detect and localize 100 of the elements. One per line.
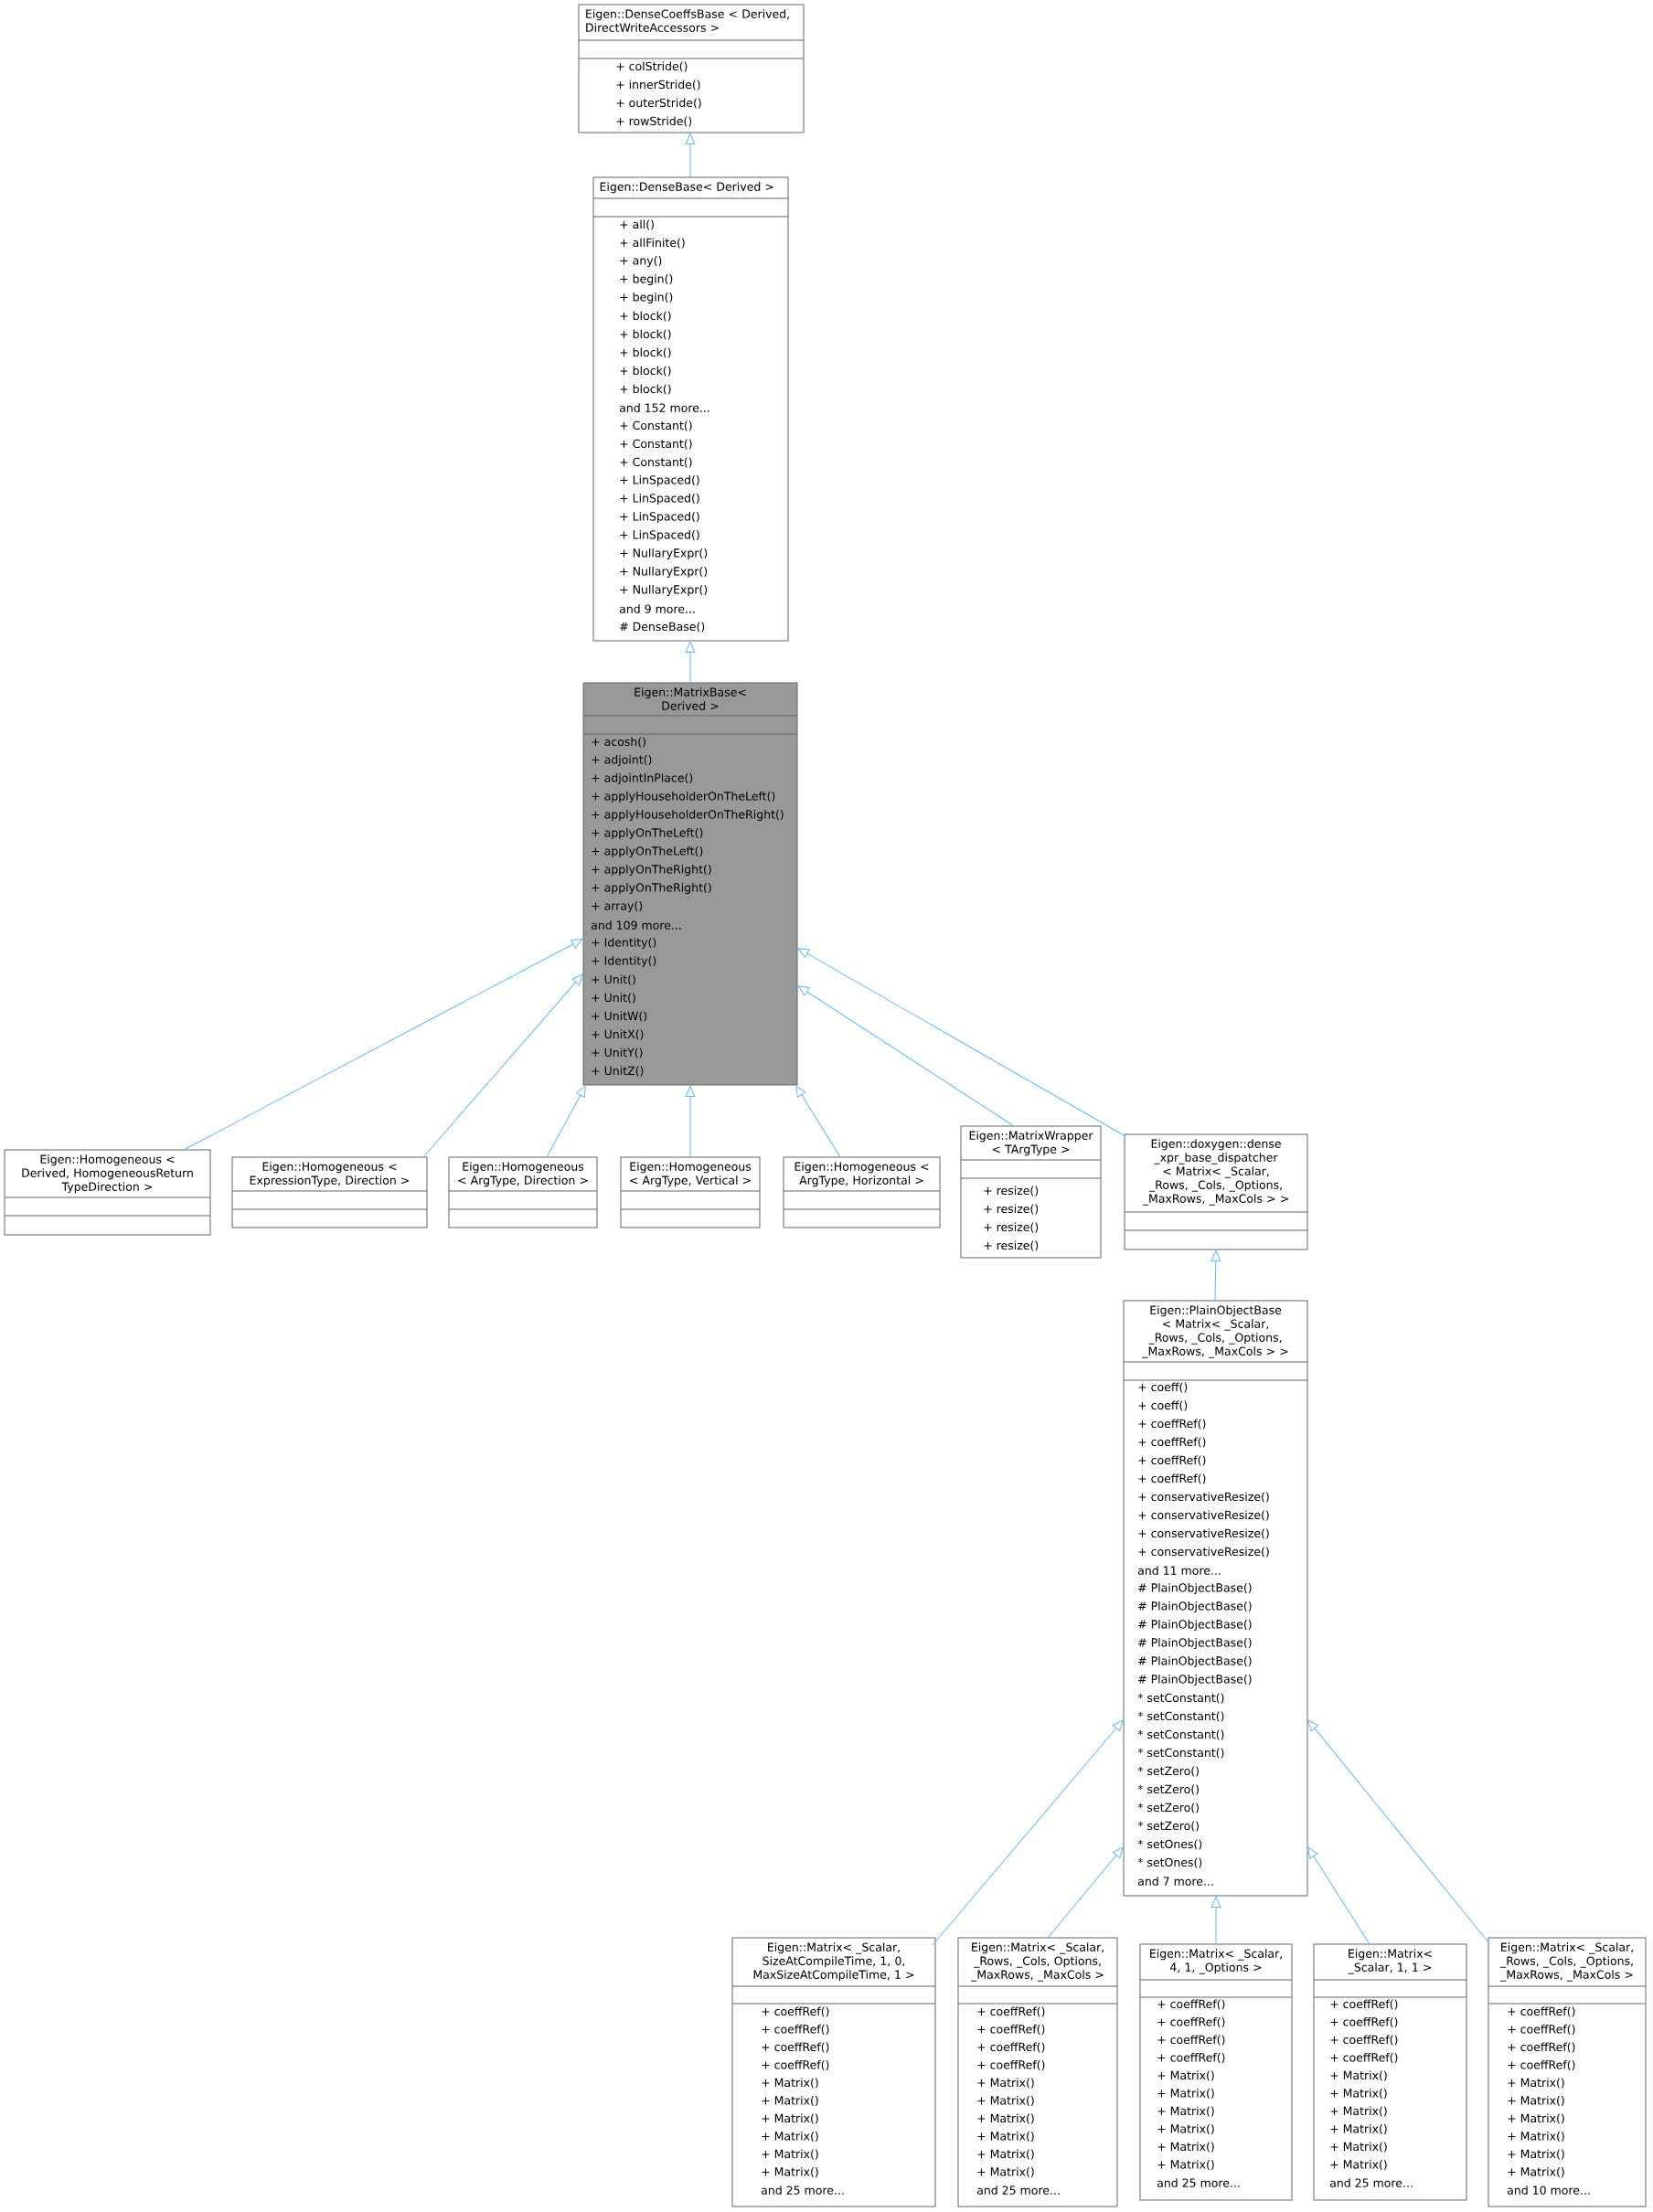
member-entry: and 109 more... xyxy=(591,920,681,930)
member-entry: + Unit() xyxy=(592,993,635,1004)
class-box xyxy=(960,1125,1102,1259)
class-name: Eigen::MatrixWrapper < TArgType > xyxy=(969,1131,1093,1156)
class-name: Eigen::Homogeneous < ArgType, Horizontal > xyxy=(795,1162,929,1187)
class-box xyxy=(1488,1937,1647,2207)
class-box xyxy=(4,1149,211,1236)
inheritance-arrow xyxy=(932,1719,1124,1946)
member-entry: + innerStride() xyxy=(616,80,700,90)
member-entry: + Matrix() xyxy=(977,2095,1034,2107)
member-entry: + Matrix() xyxy=(762,2113,818,2124)
class-box xyxy=(731,1937,936,2207)
member-entry: + Matrix() xyxy=(1157,2088,1214,2100)
member-entry: # PlainObjectBase() xyxy=(1138,1655,1252,1668)
member-entry: * setOnes() xyxy=(1137,1839,1202,1850)
class-box xyxy=(448,1156,598,1228)
member-entry: + coeffRef() xyxy=(762,2024,829,2036)
member-entry: and 25 more... xyxy=(1329,2178,1413,2187)
class-box xyxy=(1139,1943,1293,2201)
member-entry: + Matrix() xyxy=(977,2113,1034,2124)
inheritance-arrow xyxy=(422,973,583,1158)
inheritance-arrow xyxy=(1047,1846,1124,1939)
member-entry: + conservativeResize() xyxy=(1138,1510,1269,1521)
member-entry: + resize() xyxy=(984,1240,1039,1251)
member-entry: + Matrix() xyxy=(1508,2131,1564,2143)
member-entry: + Matrix() xyxy=(1508,2113,1564,2124)
member-entry: + resize() xyxy=(984,1186,1039,1196)
inheritance-arrow xyxy=(685,133,696,178)
member-entry: + coeffRef() xyxy=(1157,1999,1225,2010)
member-entry: + Matrix() xyxy=(762,2166,818,2178)
member-entry: * setZero() xyxy=(1137,1766,1199,1777)
member-entry: + UnitW() xyxy=(592,1011,647,1022)
member-entry: # PlainObjectBase() xyxy=(1138,1601,1252,1613)
member-entry: + Matrix() xyxy=(1330,2123,1387,2135)
member-entry: * setConstant() xyxy=(1137,1729,1224,1740)
member-entry: + colStride() xyxy=(616,61,688,72)
member-entry: + Matrix() xyxy=(1330,2088,1387,2100)
member-entry: + Matrix() xyxy=(762,2078,818,2089)
class-box xyxy=(957,1937,1118,2207)
member-entry: + Matrix() xyxy=(1508,2149,1564,2160)
class-box xyxy=(582,682,798,1086)
member-entry: + coeffRef() xyxy=(1157,2035,1225,2046)
member-entry: + coeffRef() xyxy=(1508,2059,1575,2071)
member-entry: + Matrix() xyxy=(1508,2078,1564,2089)
member-entry: + applyOnTheLeft() xyxy=(592,845,703,858)
member-entry: + coeffRef() xyxy=(1157,2052,1225,2064)
member-entry: + applyOnTheRight() xyxy=(592,882,711,895)
member-entry: # PlainObjectBase() xyxy=(1138,1637,1252,1650)
member-entry: and 11 more... xyxy=(1137,1566,1221,1575)
member-entry: + LinSpaced() xyxy=(620,493,699,505)
member-entry: + coeffRef() xyxy=(1138,1455,1206,1466)
class-name: Eigen::Homogeneous < ArgType, Direction > xyxy=(458,1162,588,1187)
member-entry: + NullaryExpr() xyxy=(620,566,708,579)
class-box xyxy=(1124,1133,1308,1250)
member-entry: # PlainObjectBase() xyxy=(1138,1619,1252,1632)
member-entry: * setZero() xyxy=(1137,1784,1199,1795)
member-entry: + block() xyxy=(620,329,671,340)
member-entry: + block() xyxy=(620,347,671,358)
class-name: Eigen::Homogeneous < Derived, HomogeneousReturn TypeDirection > xyxy=(22,1154,193,1194)
class-name: Eigen::doxygen::dense _xpr_base_dispatcher < Matrix< _Scalar, _Rows, _Cols, _Options, _MaxRows, _MaxCols > > xyxy=(1142,1139,1288,1206)
inheritance-arrow xyxy=(546,1085,586,1158)
inheritance-arrow xyxy=(795,1085,841,1158)
member-entry: + coeffRef() xyxy=(1330,2052,1398,2064)
member-entry: + Matrix() xyxy=(1508,2095,1564,2107)
member-entry: * setConstant() xyxy=(1137,1693,1224,1704)
member-entry: + coeffRef() xyxy=(762,2059,829,2071)
member-entry: + applyOnTheLeft() xyxy=(592,827,703,840)
member-entry: + coeffRef() xyxy=(977,2059,1045,2071)
class-name: Eigen::Homogeneous < ExpressionType, Direction > xyxy=(250,1162,410,1187)
member-entry: + applyOnTheRight() xyxy=(592,864,711,877)
member-entry: + LinSpaced() xyxy=(620,511,699,524)
member-entry: + LinSpaced() xyxy=(620,474,699,487)
member-entry: + Matrix() xyxy=(1330,2159,1387,2171)
member-entry: + applyHouseholderOnTheRight() xyxy=(592,809,784,822)
class-box xyxy=(1313,1943,1467,2201)
member-entry: + Unit() xyxy=(592,974,635,985)
member-entry: + any() xyxy=(620,255,662,268)
member-entry: + block() xyxy=(620,384,671,395)
member-entry: + coeffRef() xyxy=(1330,2035,1398,2046)
member-entry: and 152 more... xyxy=(619,403,709,412)
member-entry: + coeffRef() xyxy=(1157,2016,1225,2028)
class-name: Eigen::Matrix< _Scalar, _Rows, _Cols, Options, _MaxRows, _MaxCols > xyxy=(970,1942,1104,1982)
member-entry: # PlainObjectBase() xyxy=(1138,1674,1252,1686)
inheritance-arrow xyxy=(1210,1896,1221,1945)
member-entry: + UnitZ() xyxy=(592,1066,644,1077)
class-name: Eigen::Matrix< _Scalar, 4, 1, _Options > xyxy=(1150,1949,1282,1974)
member-entry: + coeffRef() xyxy=(1330,2016,1398,2028)
member-entry: + block() xyxy=(620,311,671,322)
member-entry: + Identity() xyxy=(592,937,656,950)
class-name: Eigen::Matrix< _Scalar, SizeAtCompileTime, 1, 0, MaxSizeAtCompileTime, 1 > xyxy=(753,1942,914,1982)
class-name: Eigen::Homogeneous < ArgType, Vertical > xyxy=(630,1162,752,1187)
member-entry: + LinSpaced() xyxy=(620,529,699,542)
member-entry: * setZero() xyxy=(1137,1803,1199,1813)
inheritance-arrow xyxy=(1210,1250,1221,1302)
member-entry: + applyHouseholderOnTheLeft() xyxy=(592,791,775,803)
member-entry: and 25 more... xyxy=(1157,2178,1240,2187)
member-entry: + coeffRef() xyxy=(977,2042,1045,2053)
member-entry: * setConstant() xyxy=(1137,1748,1224,1759)
class-name: Eigen::MatrixBase< Derived > xyxy=(635,687,746,710)
class-box xyxy=(592,176,789,642)
